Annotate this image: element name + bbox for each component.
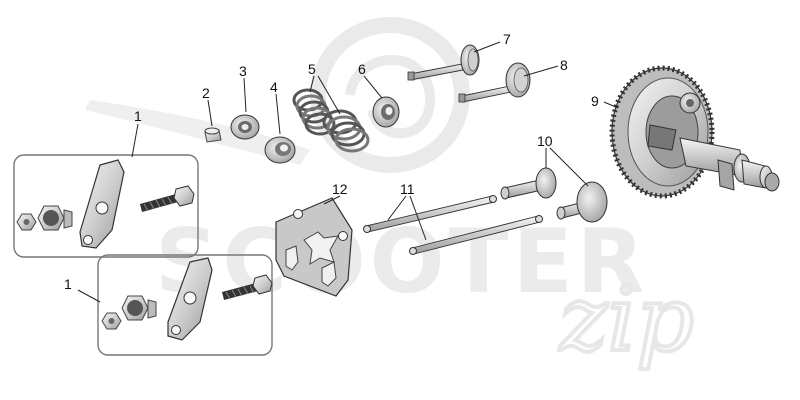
cap-nut <box>121 295 157 321</box>
adjuster-bolt <box>222 274 273 300</box>
push-rod-lower <box>409 215 543 255</box>
tappet-upper <box>500 167 557 200</box>
watermark-script-text: zip <box>559 267 694 372</box>
intake-valve <box>407 44 480 81</box>
callout-9: 9 <box>591 93 599 109</box>
callout-4: 4 <box>270 79 278 95</box>
cap-nut <box>37 205 73 231</box>
camshaft-assembly <box>609 65 780 199</box>
callout-3: 3 <box>239 63 247 79</box>
adjuster-bolt <box>140 185 195 212</box>
push-rod-guide-plate <box>275 197 353 297</box>
rocker-arm <box>167 257 213 341</box>
rocker-assembly-lower <box>97 254 273 356</box>
valve-spring-left <box>292 88 336 136</box>
watermark-swirl-inner <box>345 55 436 139</box>
callout-11: 11 <box>400 181 415 197</box>
callout-7: 7 <box>503 31 511 47</box>
callout-8: 8 <box>560 57 568 73</box>
assembly-box-lower <box>97 254 273 356</box>
rocker-arm <box>79 159 125 249</box>
hex-nut-small <box>101 312 122 330</box>
callout-6: 6 <box>358 61 366 77</box>
push-rod-upper <box>363 195 497 233</box>
rocker-assembly-upper <box>13 154 199 258</box>
leader-lines <box>77 41 619 303</box>
callout-1-upper: 1 <box>134 108 142 124</box>
hex-nut-small <box>16 213 37 231</box>
valve-cotter <box>204 127 222 143</box>
valve-spring-right <box>322 109 370 153</box>
valve-stem-seal <box>264 136 296 164</box>
watermark-scooter-shape <box>85 100 310 165</box>
tappet-lower <box>556 181 608 223</box>
callout-12: 12 <box>332 181 348 197</box>
callout-10: 10 <box>537 133 553 149</box>
valve-springs <box>292 88 370 153</box>
callout-5: 5 <box>308 61 316 77</box>
exhaust-valve <box>458 62 531 103</box>
callout-1-lower: 1 <box>64 276 72 292</box>
callout-2: 2 <box>202 85 210 101</box>
callout-labels: 1 1 2 3 4 5 6 7 8 9 10 11 12 <box>64 31 599 292</box>
spring-seat <box>372 96 400 128</box>
spring-retainer <box>230 114 260 140</box>
assembly-box-upper <box>13 154 199 258</box>
